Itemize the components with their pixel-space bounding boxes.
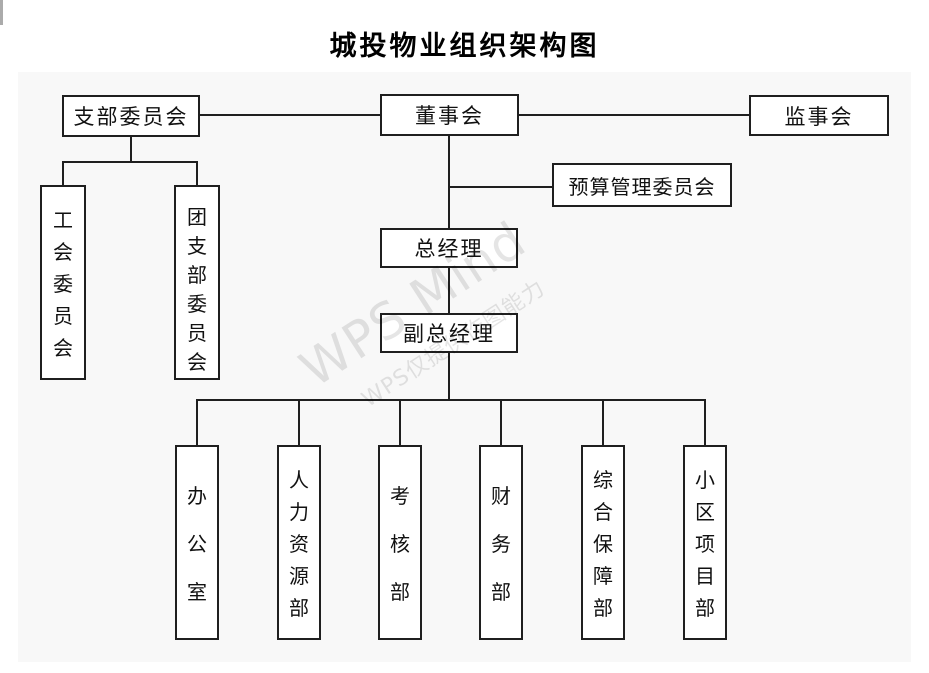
vertical-label-char: 障 xyxy=(593,564,613,588)
vertical-label-char: 源 xyxy=(289,564,309,588)
vertical-label-char: 目 xyxy=(695,564,715,588)
vertical-label-char: 部 xyxy=(593,596,613,620)
vertical-label-char: 综 xyxy=(593,468,613,492)
vertical-label-char: 人 xyxy=(289,468,309,492)
vertical-label-char: 务 xyxy=(491,532,511,556)
connector-drop-dept-6 xyxy=(704,399,706,447)
connector-drop-youth-league xyxy=(196,161,198,187)
vertical-label-char: 部 xyxy=(390,580,410,604)
vertical-label-char: 财 xyxy=(491,484,511,508)
connector-board-to-gm xyxy=(448,134,450,230)
node-youth-league-branch-committee[interactable]: 团支部委员会 xyxy=(174,185,220,380)
node-budget-management-committee-label: 预算管理委员会 xyxy=(568,174,716,199)
vertical-label-char: 资 xyxy=(289,532,309,556)
node-deputy-general-manager[interactable]: 副总经理 xyxy=(380,313,518,353)
node-budget-management-committee[interactable]: 预算管理委员会 xyxy=(552,163,732,207)
connector-drop-union xyxy=(62,161,64,187)
connector-drop-dept-5 xyxy=(602,399,604,447)
vertical-label-char: 支 xyxy=(187,234,207,258)
node-dept-office[interactable]: 办公室 xyxy=(175,445,219,640)
node-dept-general-support[interactable]: 综合保障部 xyxy=(581,445,625,640)
vertical-label-char: 工 xyxy=(53,208,73,232)
corner-tick-mark xyxy=(0,0,3,25)
node-general-manager[interactable]: 总经理 xyxy=(380,228,518,268)
diagram-canvas[interactable] xyxy=(18,72,911,662)
connector-drop-dept-2 xyxy=(298,399,300,447)
node-union-committee[interactable]: 工会委员会 xyxy=(40,185,86,380)
vertical-label-char: 小 xyxy=(695,468,715,492)
vertical-label-char: 部 xyxy=(187,263,207,287)
chart-title: 城投物业组织架构图 xyxy=(329,31,600,62)
connector-branch-rail xyxy=(62,161,198,163)
connector-departments-rail xyxy=(196,399,706,401)
vertical-label-char: 考 xyxy=(390,484,410,508)
connector-drop-dept-4 xyxy=(500,399,502,447)
connector-branch-stem xyxy=(130,134,132,163)
vertical-label-char: 部 xyxy=(491,580,511,604)
vertical-label-char: 会 xyxy=(53,240,73,264)
vertical-label-char: 委 xyxy=(187,292,207,316)
node-dept-finance[interactable]: 财务部 xyxy=(479,445,523,640)
node-deputy-general-manager-label: 副总经理 xyxy=(403,322,495,346)
node-board-of-directors-label: 董事会 xyxy=(415,104,484,128)
node-branch-committee-label: 支部委员会 xyxy=(73,105,189,129)
vertical-label-char: 合 xyxy=(593,500,613,524)
vertical-label-char: 力 xyxy=(289,500,309,524)
vertical-label-char: 室 xyxy=(187,580,207,604)
node-supervisory-board-label: 监事会 xyxy=(784,104,854,129)
connector-drop-dept-3 xyxy=(399,399,401,447)
connector-dgm-to-rail xyxy=(448,351,450,401)
connector-gm-to-dgm xyxy=(448,266,450,315)
vertical-label-char: 区 xyxy=(695,500,715,524)
connector-board-to-supervisory xyxy=(519,114,749,116)
vertical-label-char: 会 xyxy=(53,336,73,360)
node-dept-human-resources[interactable]: 人力资源部 xyxy=(277,445,321,640)
vertical-label-char: 办 xyxy=(187,484,207,508)
node-dept-assessment[interactable]: 考核部 xyxy=(378,445,422,640)
vertical-label-char: 部 xyxy=(289,596,309,620)
vertical-label-char: 会 xyxy=(187,350,207,374)
node-general-manager-label: 总经理 xyxy=(414,237,484,261)
vertical-label-char: 员 xyxy=(53,304,73,328)
vertical-label-char: 核 xyxy=(390,532,410,556)
vertical-label-char: 保 xyxy=(593,532,613,556)
vertical-label-char: 员 xyxy=(187,321,207,345)
node-dept-community-project[interactable]: 小区项目部 xyxy=(683,445,727,640)
vertical-label-char: 项 xyxy=(695,532,715,556)
vertical-label-char: 委 xyxy=(53,272,73,296)
connector-branch-to-board xyxy=(200,114,380,116)
vertical-label-char: 公 xyxy=(187,532,207,556)
node-supervisory-board[interactable]: 监事会 xyxy=(749,95,889,136)
node-board-of-directors[interactable]: 董事会 xyxy=(380,94,519,136)
connector-trunk-to-budget xyxy=(449,186,553,188)
vertical-label-char: 团 xyxy=(187,205,207,229)
connector-drop-dept-1 xyxy=(196,399,198,447)
node-branch-committee[interactable]: 支部委员会 xyxy=(62,95,200,137)
vertical-label-char: 部 xyxy=(695,596,715,620)
